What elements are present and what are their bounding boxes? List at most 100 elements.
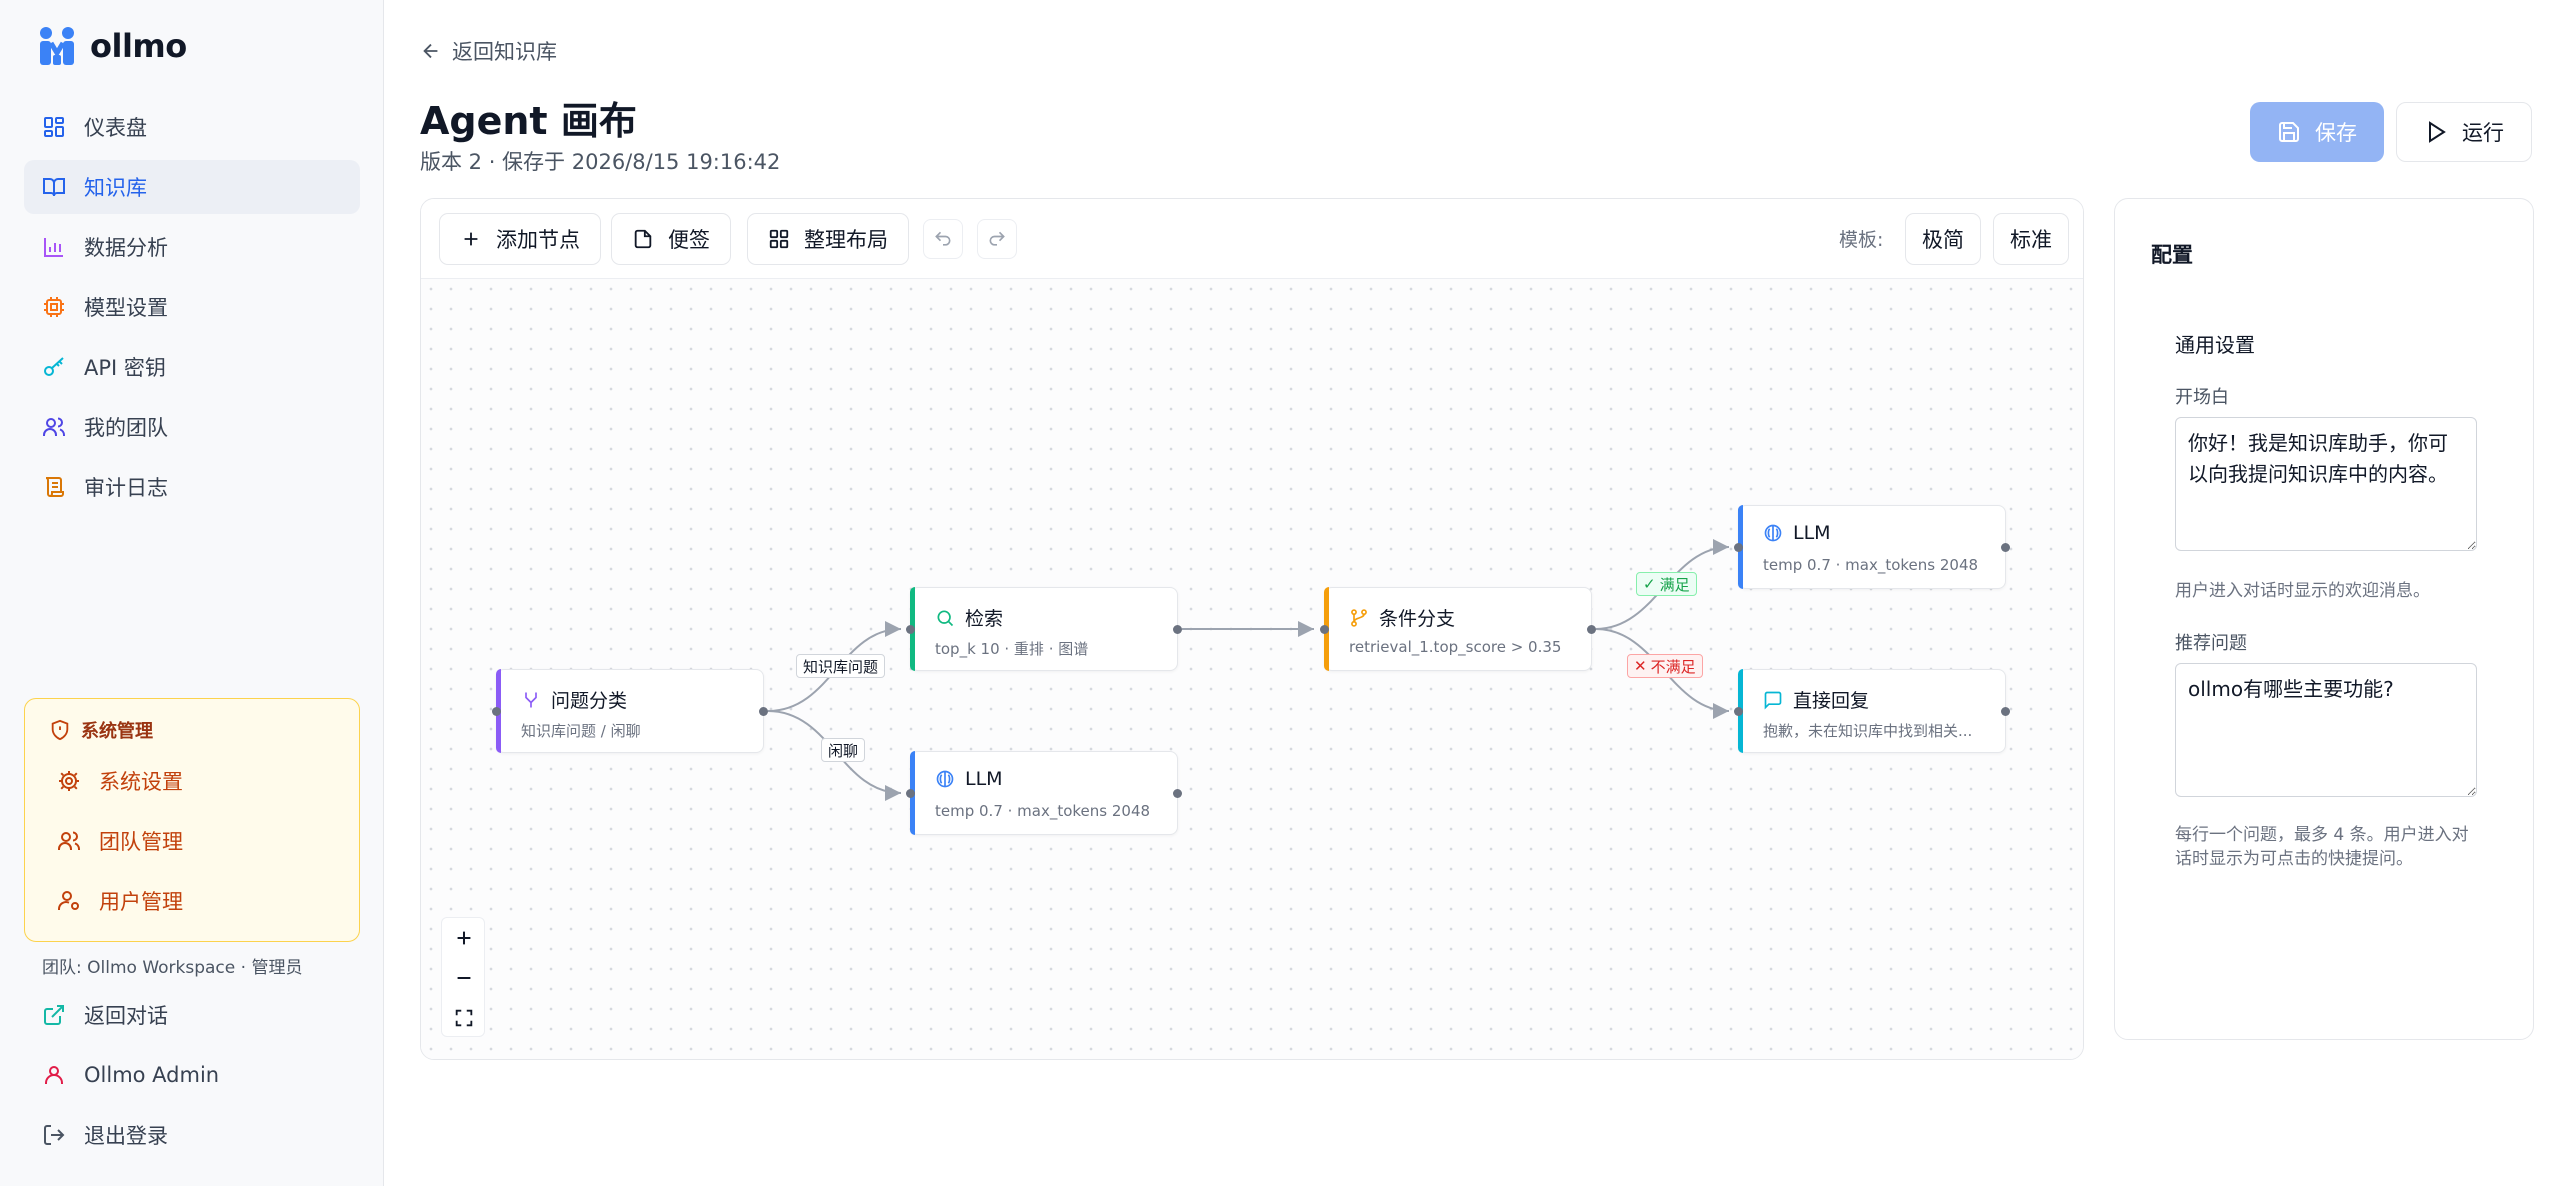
node-title: 直接回复 <box>1763 686 1869 713</box>
admin-item-system-settings[interactable]: 系统设置 <box>37 755 347 807</box>
config-panel: 配置 通用设置 开场白 你好！我是知识库助手，你可以向我提问知识库中的内容。 用… <box>2114 198 2534 1040</box>
node-output-port[interactable] <box>1173 625 1182 634</box>
shield-icon <box>51 719 69 741</box>
add-note-button[interactable]: 便签 <box>611 213 731 265</box>
sidebar-item-analytics[interactable]: 数据分析 <box>24 220 360 274</box>
node-subtitle: temp 0.7 · max_tokens 2048 <box>935 802 1151 820</box>
node-output-port[interactable] <box>1587 625 1596 634</box>
brain-icon <box>936 770 954 788</box>
config-title: 配置 <box>2151 243 2193 267</box>
sidebar-item-knowledge-base[interactable]: 知识库 <box>24 160 360 214</box>
node-condition-branch[interactable]: 条件分支 retrieval_1.top_score > 0.35 <box>1320 587 1596 671</box>
cpu-icon <box>44 297 64 317</box>
save-button[interactable]: 保存 <box>2250 102 2384 162</box>
play-icon <box>2429 121 2446 143</box>
opening-message-input[interactable]: 你好！我是知识库助手，你可以向我提问知识库中的内容。 <box>2175 417 2477 551</box>
admin-item-team-management[interactable]: 团队管理 <box>37 815 347 867</box>
sidebar-item-model-settings[interactable]: 模型设置 <box>24 280 360 334</box>
file-icon <box>634 229 652 249</box>
undo-button[interactable] <box>923 219 963 259</box>
admin-item-user-management[interactable]: 用户管理 <box>37 875 347 927</box>
suggested-questions-input[interactable]: ollmo有哪些主要功能? <box>2175 663 2477 797</box>
back-to-knowledge-base-link[interactable]: 返回知识库 <box>420 36 557 66</box>
brain-icon <box>1764 524 1782 542</box>
template-minimal-button[interactable]: 极简 <box>1905 213 1981 265</box>
fullscreen-icon <box>455 1009 473 1027</box>
user-cog-icon <box>58 891 79 910</box>
template-label: 模板: <box>1839 229 1884 251</box>
node-subtitle: retrieval_1.top_score > 0.35 <box>1349 638 1562 656</box>
node-title: LLM <box>1763 522 1831 544</box>
sidebar: ollmo 仪表盘 知识库 数据分析 模型设置 API 密钥 我的团队 审 <box>0 0 384 1186</box>
plus-icon <box>464 232 478 246</box>
logout-button[interactable]: 退出登录 <box>24 1108 360 1162</box>
key-icon <box>44 357 64 376</box>
agent-canvas: 添加节点 便签 整理布局 模板: 极简 标准 <box>420 198 2084 1060</box>
node-input-port[interactable] <box>906 789 915 798</box>
sidebar-item-audit-log[interactable]: 审计日志 <box>24 460 360 514</box>
sidebar-item-label: API 密钥 <box>84 356 166 380</box>
sidebar-item-label: 我的团队 <box>84 416 168 440</box>
template-standard-button[interactable]: 标准 <box>1993 213 2069 265</box>
admin-item-label: 团队管理 <box>99 830 183 854</box>
node-input-port[interactable] <box>1734 707 1743 716</box>
bottom-nav: 返回对话 Ollmo Admin 退出登录 <box>24 988 360 1168</box>
redo-button[interactable] <box>977 219 1017 259</box>
edge-label-kb-question[interactable]: 知识库问题 <box>796 654 886 678</box>
node-retrieval[interactable]: 检索 top_k 10 · 重排 · 图谱 <box>906 587 1182 671</box>
user-profile[interactable]: Ollmo Admin <box>24 1048 360 1102</box>
sidebar-item-api-keys[interactable]: API 密钥 <box>24 340 360 394</box>
app-logo[interactable]: ollmo <box>36 22 187 70</box>
edge-label-chitchat[interactable]: 闲聊 <box>821 738 866 762</box>
save-icon <box>2279 122 2299 142</box>
run-button[interactable]: 运行 <box>2396 102 2532 162</box>
sidebar-item-my-team[interactable]: 我的团队 <box>24 400 360 454</box>
admin-section: 系统管理 系统设置 团队管理 用户管理 <box>24 698 360 942</box>
arrange-layout-button[interactable]: 整理布局 <box>747 213 909 265</box>
node-llm-chitchat[interactable]: LLM temp 0.7 · max_tokens 2048 <box>906 751 1182 835</box>
users-icon <box>58 831 80 850</box>
canvas-edges <box>767 539 1730 801</box>
redo-icon <box>989 231 1005 246</box>
dashboard-icon <box>44 117 64 137</box>
edge-label-not-satisfied[interactable]: ✕不满足 <box>1627 654 1703 678</box>
node-question-classify[interactable]: 问题分类 知识库问题 / 闲聊 <box>492 669 768 753</box>
zoom-out-button[interactable] <box>442 958 486 998</box>
node-subtitle: temp 0.7 · max_tokens 2048 <box>1763 556 1979 574</box>
node-output-port[interactable] <box>1173 789 1182 798</box>
team-info: 团队: Ollmo Workspace · 管理员 <box>42 958 303 978</box>
sidebar-item-label: 知识库 <box>84 176 147 200</box>
node-title: 检索 <box>935 604 1003 631</box>
node-subtitle: 抱歉，未在知识库中找到相关... <box>1763 722 1973 740</box>
back-to-chat-link[interactable]: 返回对话 <box>24 988 360 1042</box>
zoom-in-button[interactable] <box>442 918 486 958</box>
node-input-port[interactable] <box>1320 625 1329 634</box>
node-input-port[interactable] <box>1734 543 1743 552</box>
node-subtitle: top_k 10 · 重排 · 图谱 <box>935 640 1089 658</box>
general-settings-title: 通用设置 <box>2175 333 2255 357</box>
users-icon <box>43 417 65 436</box>
node-direct-reply[interactable]: 直接回复 抱歉，未在知识库中找到相关... <box>1734 669 2010 753</box>
split-icon <box>525 692 537 707</box>
sidebar-item-label: 模型设置 <box>84 296 168 320</box>
node-output-port[interactable] <box>2001 707 2010 716</box>
suggested-questions-hint: 每行一个问题，最多 4 条。用户进入对话时显示为可点击的快捷提问。 <box>2175 825 2469 869</box>
node-title: 问题分类 <box>521 686 627 713</box>
node-input-port[interactable] <box>492 707 501 716</box>
scroll-icon <box>45 477 64 497</box>
node-output-port[interactable] <box>2001 543 2010 552</box>
sidebar-item-dashboard[interactable]: 仪表盘 <box>24 100 360 154</box>
ollmo-logo-icon <box>40 27 74 65</box>
add-node-button[interactable]: 添加节点 <box>439 213 601 265</box>
opening-label: 开场白 <box>2175 387 2229 408</box>
fit-view-button[interactable] <box>442 998 486 1038</box>
arrow-left-icon <box>423 43 438 59</box>
node-output-port[interactable] <box>759 707 768 716</box>
grid-icon <box>769 229 789 249</box>
bottom-item-label: 返回对话 <box>84 1004 168 1028</box>
admin-item-label: 用户管理 <box>99 890 183 914</box>
edge-label-satisfied[interactable]: ✓满足 <box>1636 572 1697 596</box>
node-llm-main[interactable]: LLM temp 0.7 · max_tokens 2048 <box>1734 505 2010 589</box>
admin-item-label: 系统设置 <box>99 770 183 794</box>
node-input-port[interactable] <box>906 625 915 634</box>
